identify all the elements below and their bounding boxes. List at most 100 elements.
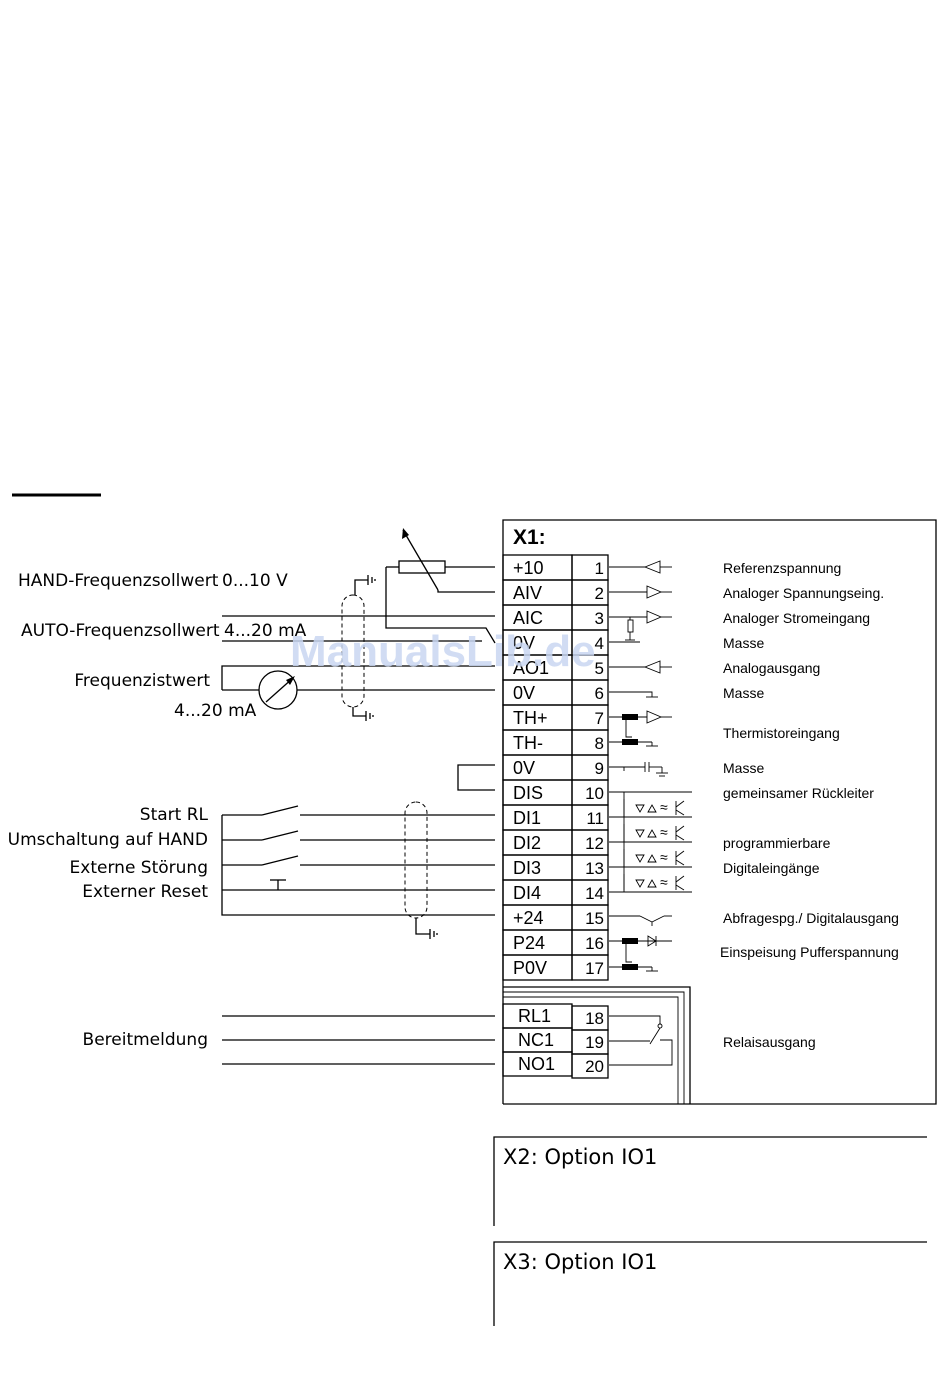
ext-fault-label: Externe Störung — [70, 858, 208, 878]
terminal-number: 14 — [585, 884, 604, 903]
terminal-label: TH+ — [513, 708, 548, 728]
relay-number: 19 — [585, 1033, 604, 1052]
option-x2-box: X2: Option IO1 — [493, 1136, 927, 1226]
auto-label: AUTO-Frequenzsollwert — [21, 621, 220, 641]
optocoupler-icon: ≈ — [609, 849, 692, 868]
terminal-number: 1 — [595, 559, 604, 578]
terminal-label: +24 — [513, 908, 544, 928]
ammeter-icon — [258, 670, 298, 710]
relay-wiring — [222, 1015, 495, 1065]
terminal-row: +24 15 — [502, 904, 609, 931]
terminal-row: DI2 12 — [502, 829, 609, 856]
terminal-number: 10 — [585, 784, 604, 803]
terminal-desc: Analogausgang — [723, 660, 820, 676]
terminal-label: DI3 — [513, 858, 541, 878]
svg-text:≈: ≈ — [660, 874, 668, 890]
terminal-label: TH- — [513, 733, 543, 753]
terminal-number: 13 — [585, 859, 604, 878]
freq-actual-label: Frequenzistwert — [74, 671, 210, 691]
internal-circuit-symbols: ≈ ≈ ≈ ≈ — [609, 560, 692, 1066]
ext-reset-label: Externer Reset — [82, 882, 208, 902]
terminal-number: 6 — [595, 684, 604, 703]
terminal-desc: programmierbare — [723, 835, 831, 851]
x1-header: X1: — [513, 526, 546, 549]
start-label: Start RL — [140, 805, 209, 825]
terminal-label: DI2 — [513, 833, 541, 853]
freq-range: 4...20 mA — [174, 701, 257, 721]
cable-shield-digital — [404, 801, 438, 939]
terminal-row: P0V 17 — [502, 954, 609, 981]
terminal-number: 4 — [595, 634, 604, 653]
terminal-row: TH+ 7 — [502, 704, 609, 731]
terminal-desc: gemeinsamer Rückleiter — [723, 785, 874, 801]
terminal-row: DI3 13 — [502, 854, 609, 881]
ready-label: Bereitmeldung — [83, 1030, 208, 1050]
terminal-number: 15 — [585, 909, 604, 928]
terminal-row: 0V 9 — [502, 754, 609, 781]
terminal-label: P0V — [513, 958, 547, 978]
terminal-desc: Masse — [723, 685, 764, 701]
option-x3-label: X3: Option IO1 — [503, 1250, 657, 1274]
terminal-number: 16 — [585, 934, 604, 953]
relay-number: 18 — [585, 1009, 604, 1028]
left-labels: HAND-Frequenzsollwert 0...10 V AUTO-Freq… — [8, 571, 307, 1050]
terminal-desc: Digitaleingänge — [723, 860, 820, 876]
terminal-number: 9 — [595, 759, 604, 778]
terminal-label: DI4 — [513, 883, 541, 903]
terminal-desc: Analoger Stromeingang — [723, 610, 870, 626]
terminal-desc: Masse — [723, 760, 764, 776]
svg-text:≈: ≈ — [660, 824, 668, 840]
terminal-label: 0V — [513, 758, 535, 778]
relay-label: NC1 — [518, 1030, 554, 1050]
terminal-number: 2 — [595, 584, 604, 603]
relay-terminal-row: RL1 18 — [502, 1003, 609, 1031]
option-x3-box: X3: Option IO1 — [493, 1241, 927, 1326]
terminal-row: P24 16 — [502, 929, 609, 956]
switch-hand-label: Umschaltung auf HAND — [8, 830, 208, 850]
terminal-desc: Abfragespg./ Digitalausgang — [723, 910, 899, 926]
terminal-label: 0V — [513, 633, 535, 653]
dis-bridge — [457, 764, 495, 791]
terminal-row: DIS 10 — [502, 779, 609, 806]
relay-terminal-row: NC1 19 — [502, 1027, 609, 1055]
terminal-label: AIC — [513, 608, 543, 628]
terminal-label: P24 — [513, 933, 545, 953]
analog-wiring — [221, 615, 495, 710]
terminal-row: TH- 8 — [502, 729, 609, 756]
terminal-desc: Referenzspannung — [723, 560, 841, 576]
terminal-label: +10 — [513, 558, 544, 578]
optocoupler-icon: ≈ — [609, 799, 692, 818]
terminal-label: DIS — [513, 783, 543, 803]
auto-range: 4...20 mA — [224, 621, 307, 641]
hand-range: 0...10 V — [222, 571, 288, 591]
terminal-label: DI1 — [513, 808, 541, 828]
terminal-row: DI4 14 — [502, 879, 609, 906]
hand-label: HAND-Frequenzsollwert — [18, 571, 219, 591]
optocoupler-icon: ≈ — [609, 874, 692, 893]
option-x2-label: X2: Option IO1 — [503, 1145, 657, 1169]
relay-number-cell — [571, 1053, 609, 1079]
terminal-number: 8 — [595, 734, 604, 753]
potentiometer — [385, 528, 496, 644]
terminal-number: 3 — [595, 609, 604, 628]
terminal-number: 12 — [585, 834, 604, 853]
relay-number: 20 — [585, 1057, 604, 1076]
terminal-number: 17 — [585, 959, 604, 978]
terminal-row: 0V 6 — [502, 679, 609, 706]
optocoupler-icon: ≈ — [609, 824, 692, 843]
terminal-number-cell — [571, 954, 609, 981]
terminal-number: 7 — [595, 709, 604, 728]
relay-label: RL1 — [518, 1006, 551, 1026]
digital-input-wiring — [221, 805, 495, 916]
cable-shield-analog — [341, 575, 376, 721]
terminal-label: 0V — [513, 683, 535, 703]
terminal-number: 11 — [586, 809, 604, 828]
svg-text:≈: ≈ — [660, 799, 668, 815]
svg-text:≈: ≈ — [660, 849, 668, 865]
relay-desc: Relaisausgang — [723, 1034, 816, 1050]
terminal-label: AO1 — [513, 658, 549, 678]
